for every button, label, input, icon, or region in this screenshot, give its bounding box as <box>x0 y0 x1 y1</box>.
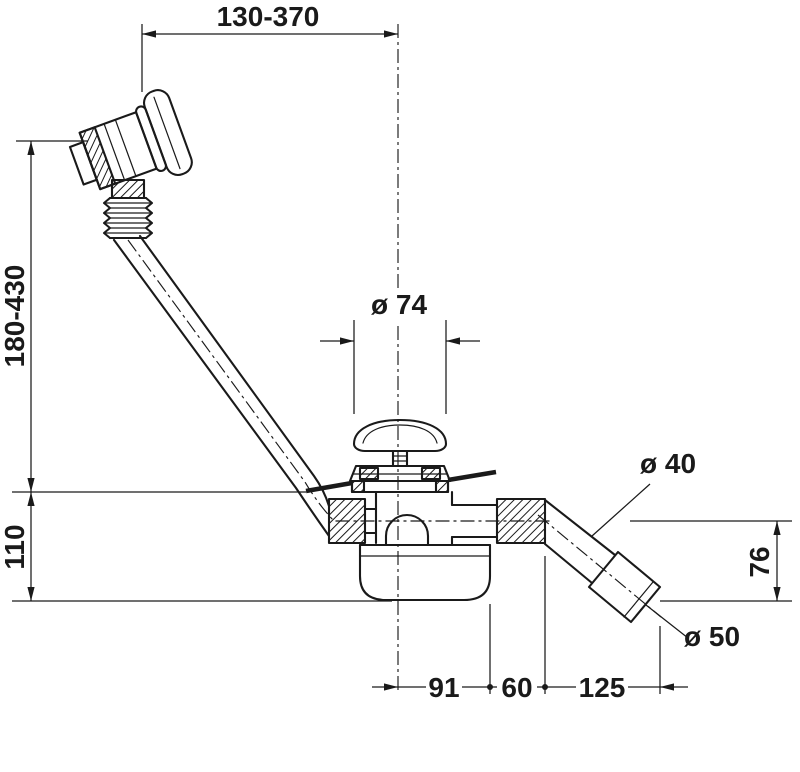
dim-outlet-end-diameter-label: ø 50 <box>684 621 740 652</box>
dim-bottom-segment-3-label: 125 <box>579 672 626 703</box>
flexible-hose <box>112 234 331 538</box>
dim-trap-height-label: 110 <box>0 524 30 569</box>
dim-outlet-end-diameter: ø 50 <box>645 604 740 652</box>
dim-trap-height: 110 <box>0 492 35 601</box>
drain-plug <box>352 418 448 468</box>
dim-outlet-pipe-diameter: ø 40 <box>591 448 696 537</box>
dim-outlet-center-height-label: 76 <box>744 546 775 577</box>
hose-union-nut <box>327 497 367 545</box>
dim-overflow-height-label: 180-430 <box>0 265 30 368</box>
dim-outlet-center-height: 76 <box>744 521 781 601</box>
dim-outlet-pipe-diameter-label: ø 40 <box>640 448 696 479</box>
tub-floor-section <box>305 469 497 494</box>
dim-top-span: 130-370 <box>142 1 398 38</box>
overflow-bellows <box>102 196 154 240</box>
dim-bottom-chain: 91 60 125 <box>372 672 688 703</box>
dim-bottom-segment-1-label: 91 <box>428 672 459 703</box>
dim-overflow-height: 180-430 <box>0 141 35 492</box>
overflow-knob-assembly <box>68 89 193 240</box>
dim-bottom-segment-2-label: 60 <box>501 672 532 703</box>
reference-lines <box>12 24 792 694</box>
outlet-pipe <box>543 498 662 624</box>
dim-top-span-label: 130-370 <box>217 1 320 32</box>
dim-plug-diameter-label: ø 74 <box>371 289 427 320</box>
outlet-union-nut <box>495 497 547 545</box>
strainer-flange <box>348 464 452 494</box>
center-lines <box>127 24 662 692</box>
waste-trap <box>327 490 547 602</box>
overflow-threaded-neck <box>110 178 146 200</box>
dim-plug-diameter: ø 74 <box>320 289 480 345</box>
outlet-socket <box>587 550 662 624</box>
